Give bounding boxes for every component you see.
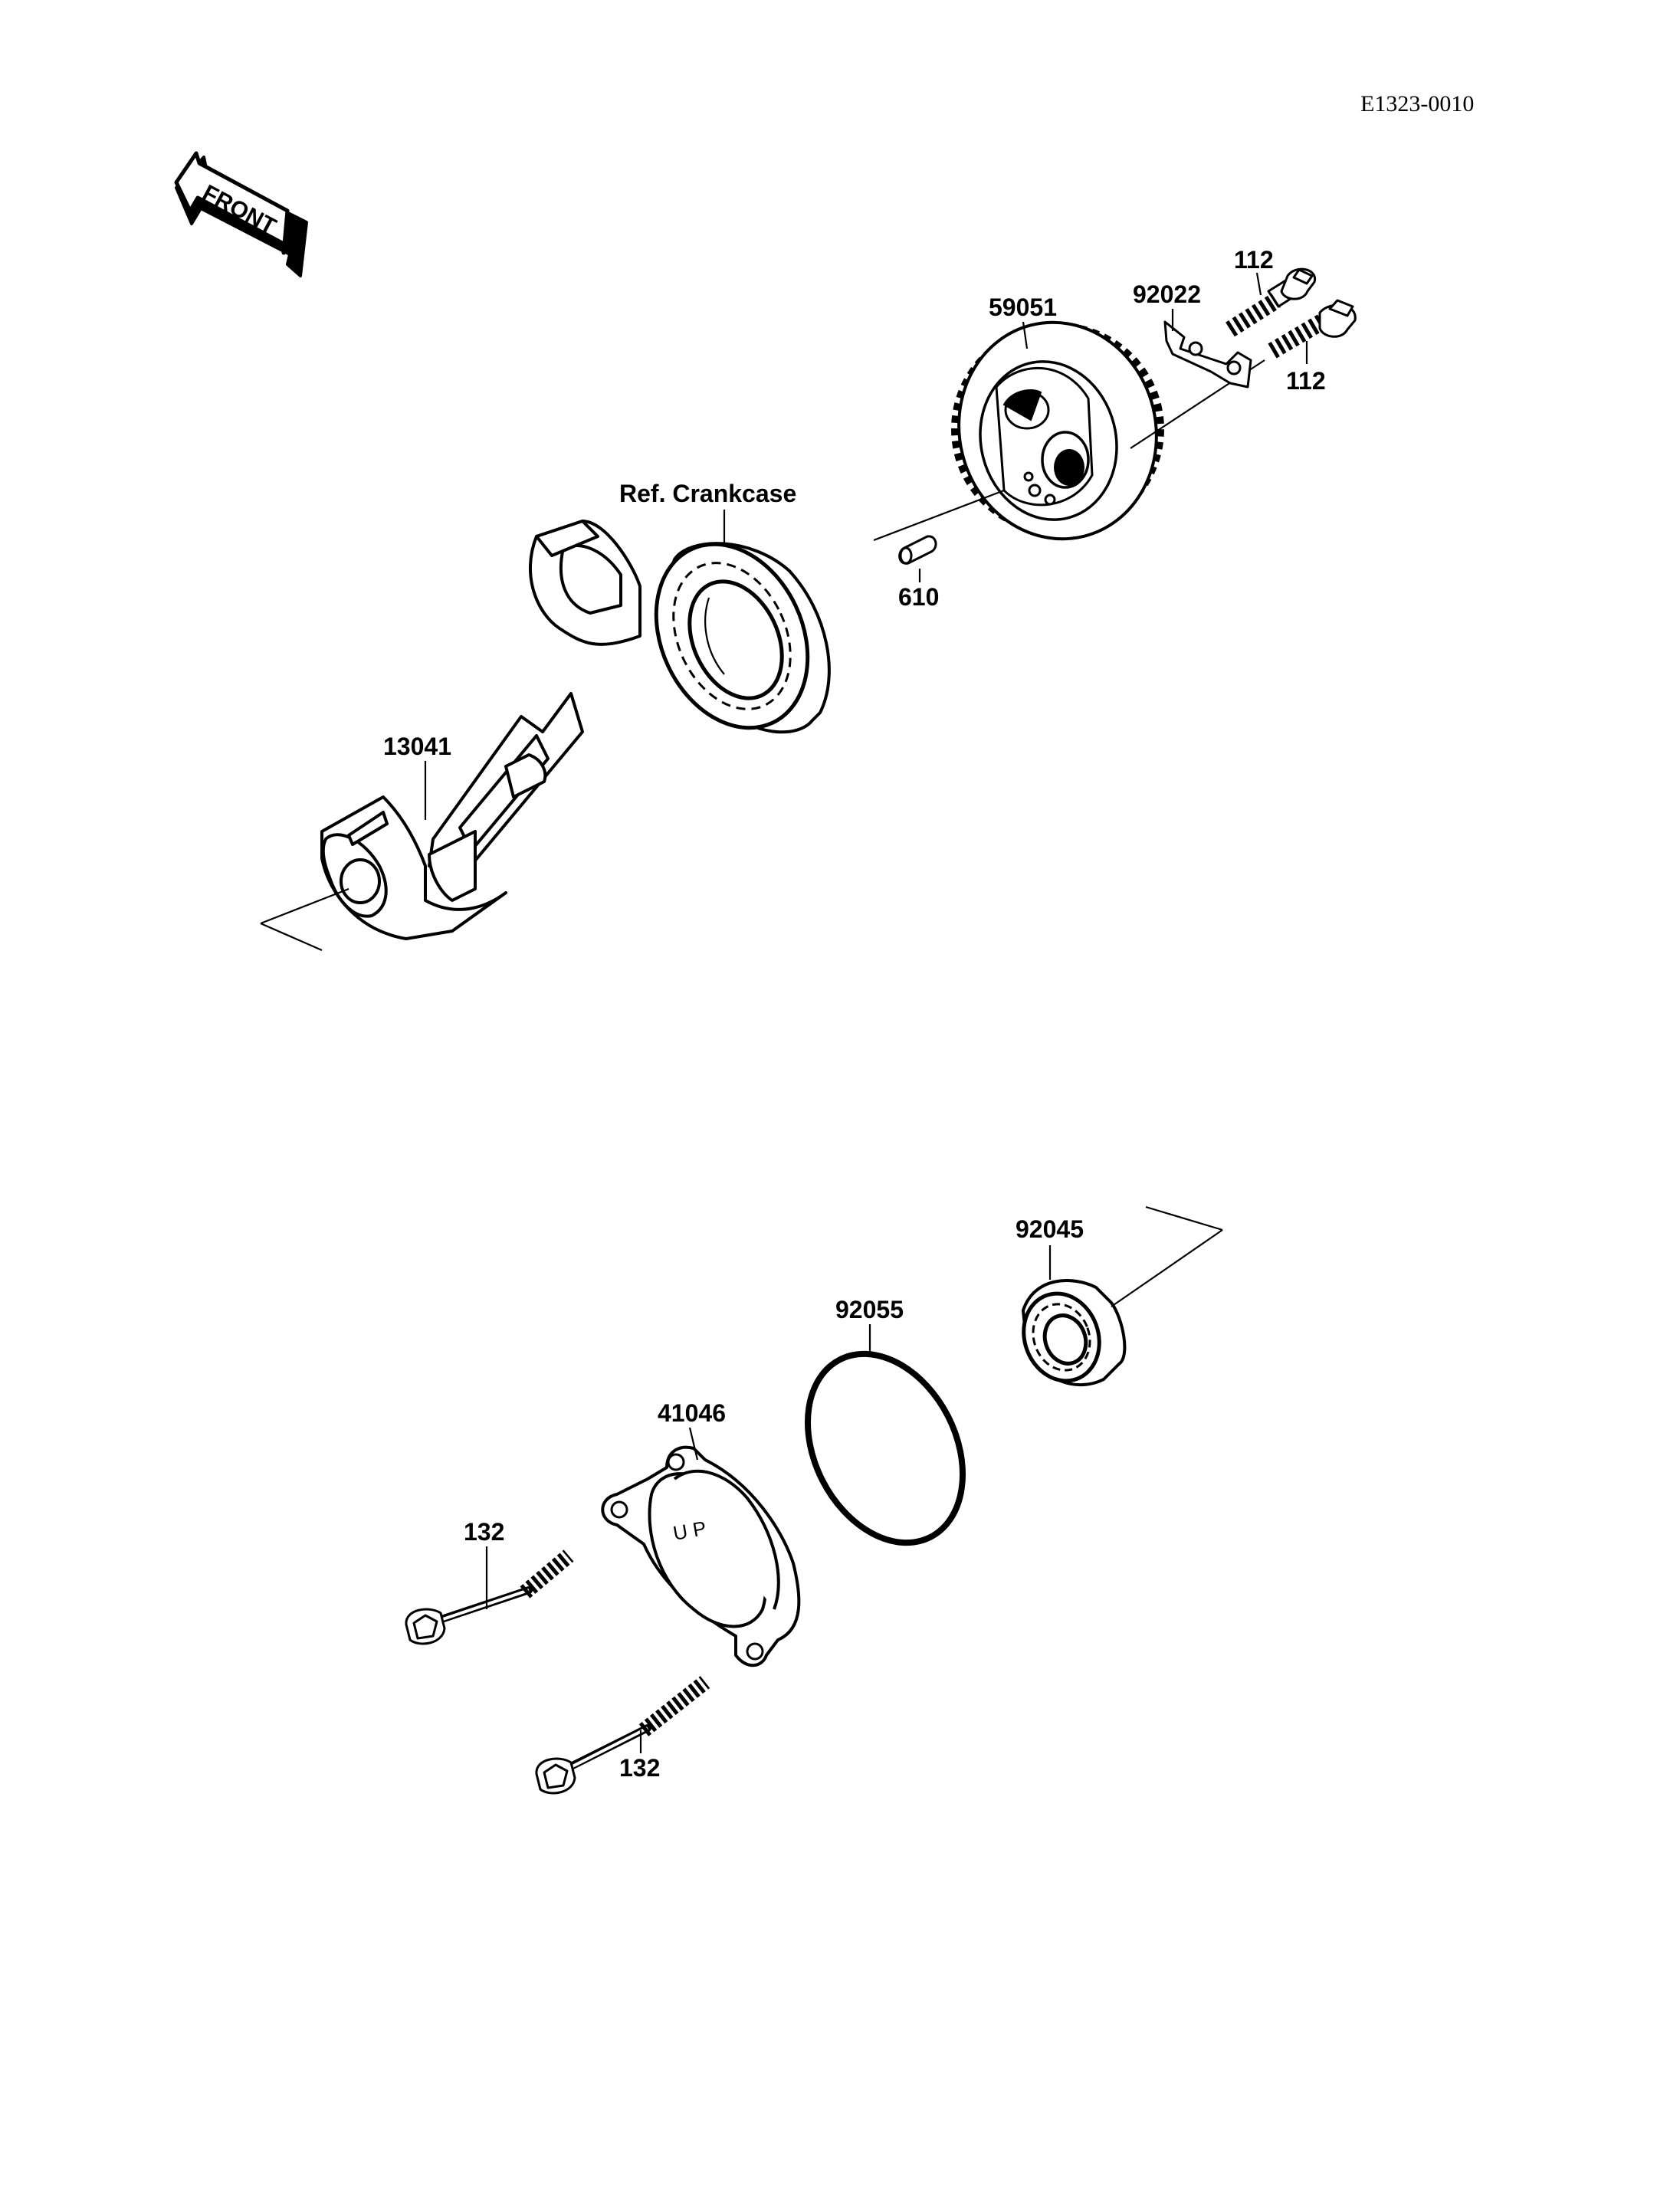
pin xyxy=(898,535,937,565)
pin-label: 610 xyxy=(898,583,939,611)
balancer-shaft-label: 13041 xyxy=(383,733,451,760)
bolt-upper xyxy=(1226,267,1316,337)
balancer-shaft xyxy=(260,520,641,952)
small-bearing xyxy=(1022,1279,1127,1387)
balancer-gear xyxy=(951,320,1164,541)
bolt-lower xyxy=(1268,299,1357,359)
small-bearing-label: 92045 xyxy=(1016,1215,1084,1243)
lock-plate xyxy=(1163,320,1252,389)
bolt-upper-label: 112 xyxy=(1234,246,1274,274)
cover-up-marking: U P xyxy=(671,1517,708,1545)
balancer-cover: U P xyxy=(601,1445,801,1667)
lock-plate-label: 92022 xyxy=(1133,280,1201,308)
cover-bolt-left-label: 132 xyxy=(464,1518,504,1546)
o-ring-label: 92055 xyxy=(835,1296,904,1323)
crankcase-reference-label: Ref. Crankcase xyxy=(619,480,796,507)
front-arrow-icon: FRONT xyxy=(174,151,308,277)
o-ring xyxy=(804,1350,966,1546)
gear-label: 59051 xyxy=(989,293,1057,321)
cover-label: 41046 xyxy=(658,1399,726,1427)
crankcase-bearing xyxy=(654,542,831,734)
cover-bolt-lower xyxy=(535,1676,710,1795)
cover-bolt-lower-label: 132 xyxy=(619,1754,660,1782)
cover-bolt-left xyxy=(405,1549,574,1645)
bolt-lower-label: 112 xyxy=(1286,367,1326,395)
diagram-code: E1323-0010 xyxy=(1360,91,1474,116)
